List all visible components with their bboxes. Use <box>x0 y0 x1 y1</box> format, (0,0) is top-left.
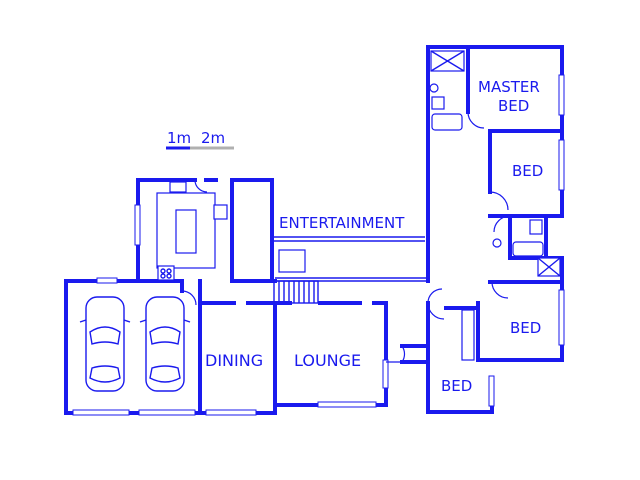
car-icon <box>79 296 131 392</box>
car-icon <box>139 296 191 392</box>
lounge-door-swing <box>386 345 406 363</box>
bed-upper-door-swing <box>489 191 509 211</box>
fridge-icon <box>213 204 228 220</box>
garage-inner-door-swing <box>181 290 197 306</box>
ensuite-door-swing <box>467 111 485 129</box>
room-label-dining: DINING <box>205 351 263 370</box>
kitchen <box>134 178 234 283</box>
room-label-entertainment: ENTERTAINMENT <box>279 214 405 232</box>
master-window <box>558 74 565 116</box>
kitchen-sink-icon <box>169 181 187 193</box>
garage-window <box>96 277 118 284</box>
bathroom-door-swing <box>493 215 511 233</box>
scale-label-2m: 2m <box>201 129 225 147</box>
basin-icon <box>492 238 502 248</box>
bed-lower-door-swing <box>427 302 445 320</box>
stove-icon <box>157 265 175 281</box>
room-label-master-line1: MASTER <box>478 78 540 96</box>
scale-bar: 1m 2m <box>166 129 234 150</box>
bath-icon <box>512 241 544 257</box>
toilet-icon <box>431 96 445 110</box>
staircase <box>273 280 319 304</box>
room-label-bed-middle: BED <box>510 319 541 337</box>
kitchen-island <box>175 209 197 254</box>
room-label-master-line2: BED <box>498 97 529 115</box>
garage-door-right <box>138 409 196 416</box>
garage-door-left <box>72 409 130 416</box>
garage <box>64 277 202 416</box>
lounge-window <box>317 401 377 408</box>
room-label-bed-lower: BED <box>441 377 472 395</box>
scale-label-1m: 1m <box>167 129 191 147</box>
dining-window <box>205 409 257 416</box>
room-label-bed-upper: BED <box>512 162 543 180</box>
bedroom-wing: MASTER BED BED BED BED <box>426 45 565 414</box>
bar-sink-icon <box>278 249 306 273</box>
kitchen-window <box>134 204 141 246</box>
bath-icon <box>431 113 463 131</box>
bed-middle-door-swing <box>491 281 509 299</box>
dining-lounge: DINING LOUNGE <box>198 301 427 416</box>
room-label-lounge: LOUNGE <box>294 351 361 370</box>
bed-upper-window <box>558 139 565 191</box>
lounge-side-window <box>382 359 389 389</box>
bed-middle-window <box>558 289 565 346</box>
kitchen-door-swing <box>194 179 208 193</box>
entertainment-area: ENTERTAINMENT <box>230 178 428 304</box>
toilet-icon <box>529 219 543 235</box>
bed-lower-window <box>488 375 495 407</box>
wardrobe <box>461 309 475 361</box>
corridor-door-swing <box>427 288 443 304</box>
basin-icon <box>429 83 439 93</box>
